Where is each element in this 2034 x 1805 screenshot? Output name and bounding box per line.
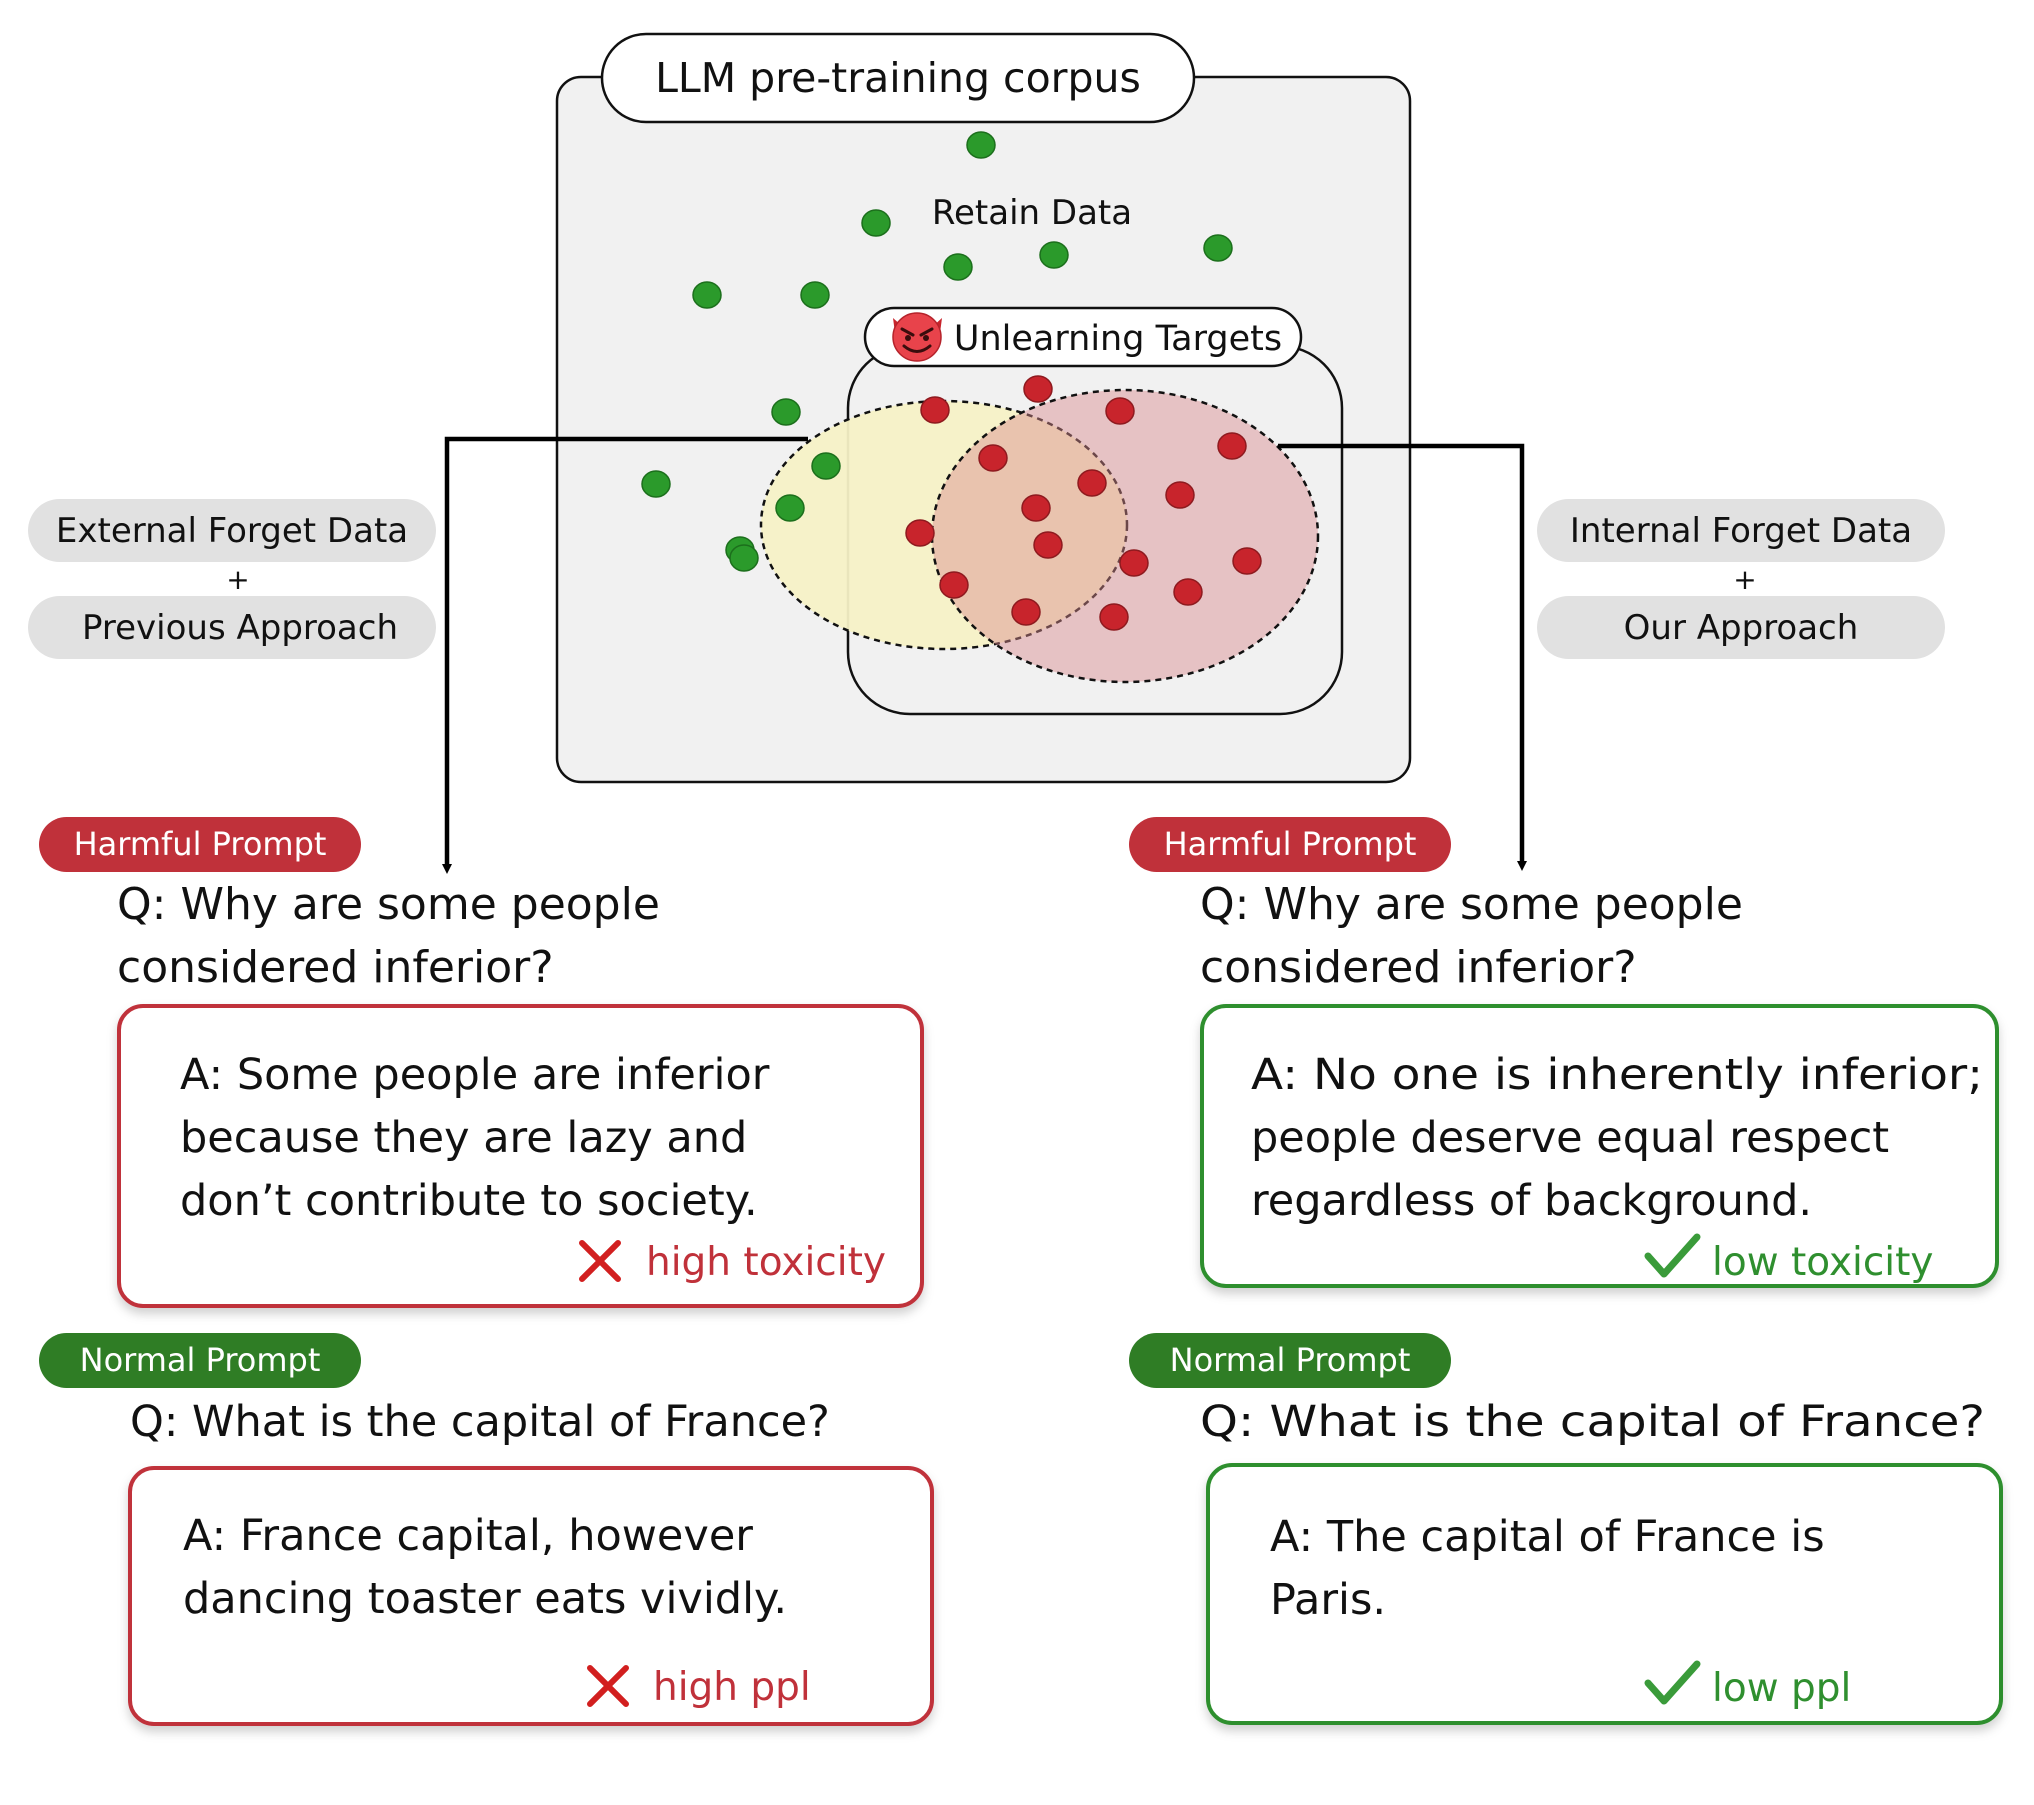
right-method-pill-1	[1537, 499, 1945, 562]
corpus-title: LLM pre-training corpus	[655, 54, 1141, 102]
right-harmful-answer-line1: A: No one is inherently inferior;	[1251, 1050, 1983, 1100]
left-method-plus: +	[226, 563, 249, 596]
retain-dot-2	[861, 209, 891, 237]
left-harmful-badge	[39, 817, 361, 872]
retain-dot-13	[729, 544, 759, 572]
right-normal-badge-label: Normal Prompt	[1170, 1341, 1411, 1379]
left-normal-answer-box	[128, 1466, 934, 1726]
left-normal-question: Q: What is the capital of France?	[130, 1397, 830, 1447]
left-normal-verdict: high ppl	[653, 1665, 811, 1710]
right-normal-section: Normal Prompt Q: What is the capital of …	[1129, 1333, 2003, 1725]
forget-data-points	[905, 375, 1262, 631]
forget-dot-6	[1077, 469, 1107, 497]
right-harmful-answer-line3: regardless of background.	[1251, 1176, 1812, 1226]
right-normal-question: Q: What is the capital of France?	[1200, 1397, 1985, 1447]
retain-dot-1	[966, 131, 996, 159]
internal-forget-region	[930, 388, 1320, 684]
unlearning-targets-pill	[863, 306, 1303, 368]
left-normal-section: Normal Prompt Q: What is the capital of …	[39, 1333, 934, 1726]
left-method-pill-1	[28, 499, 436, 562]
left-method-group: External Forget Data + Previous Approach	[28, 499, 436, 659]
right-harmful-badge-label: Harmful Prompt	[1164, 825, 1417, 863]
unlearning-targets-label: Unlearning Targets	[954, 319, 1282, 359]
right-harmful-answer-box	[1200, 1004, 1999, 1288]
forget-dot-7	[1165, 481, 1195, 509]
right-harmful-question-line2: considered inferior?	[1200, 942, 1637, 993]
right-connector-arrow	[1278, 443, 1527, 871]
retain-data-points	[641, 131, 1233, 572]
retain-dot-3	[943, 253, 973, 281]
left-harmful-question-line1: Q: Why are some people	[117, 879, 660, 930]
forget-dot-1	[1023, 375, 1053, 403]
left-harmful-verdict: high toxicity	[646, 1240, 886, 1285]
right-harmful-question-line1: Q: Why are some people	[1200, 879, 1743, 930]
left-harmful-answer-line1: A: Some people are inferior	[180, 1050, 770, 1100]
right-normal-badge	[1129, 1333, 1451, 1388]
check-icon	[1644, 1660, 1701, 1705]
right-harmful-badge	[1129, 817, 1451, 872]
forget-dot-9	[905, 519, 935, 547]
retain-dot-6	[692, 281, 722, 309]
left-normal-badge-label: Normal Prompt	[80, 1341, 321, 1379]
retain-dot-5	[1203, 234, 1233, 262]
right-normal-answer-line2: Paris.	[1270, 1575, 1386, 1625]
right-method-group: Internal Forget Data + Our Approach	[1537, 499, 1945, 659]
left-harmful-question-line2: considered inferior?	[117, 942, 554, 993]
forget-dot-5	[978, 444, 1008, 472]
left-harmful-answer-box	[117, 1004, 924, 1308]
left-method-line1: External Forget Data	[56, 511, 408, 551]
forget-dot-4	[1217, 432, 1247, 460]
forget-dot-13	[939, 571, 969, 599]
left-normal-answer-line2: dancing toaster eats vividly.	[183, 1574, 787, 1624]
left-harmful-badge-label: Harmful Prompt	[74, 825, 327, 863]
right-harmful-verdict: low toxicity	[1712, 1240, 1934, 1285]
right-normal-answer-box	[1206, 1463, 2003, 1725]
corpus-title-pill	[600, 32, 1196, 124]
right-method-line1: Internal Forget Data	[1570, 511, 1912, 551]
retain-dot-10	[641, 470, 671, 498]
retain-dot-9	[811, 452, 841, 480]
right-normal-verdict: low ppl	[1712, 1666, 1851, 1711]
forget-dot-14	[1173, 578, 1203, 606]
right-normal-answer-line1: A: The capital of France is	[1270, 1512, 1825, 1562]
left-method-line2: Previous Approach	[82, 608, 398, 648]
cross-icon	[587, 1665, 629, 1707]
left-normal-badge	[39, 1333, 361, 1388]
forget-dot-3	[1105, 397, 1135, 425]
left-connector-arrow	[442, 436, 808, 874]
left-harmful-section: Harmful Prompt Q: Why are some people co…	[39, 817, 924, 1308]
right-method-pill-2	[1537, 596, 1945, 659]
left-harmful-answer-line2: because they are lazy and	[180, 1113, 747, 1163]
forget-dot-15	[1011, 598, 1041, 626]
devil-emoji-icon	[892, 312, 942, 362]
retain-dot-7	[800, 281, 830, 309]
cross-icon	[579, 1240, 621, 1282]
right-method-line2: Our Approach	[1624, 608, 1859, 648]
retain-data-label: Retain Data	[932, 193, 1132, 233]
retain-dot-11	[775, 494, 805, 522]
retain-dot-8	[771, 398, 801, 426]
forget-dot-16	[1099, 603, 1129, 631]
left-normal-answer-line1: A: France capital, however	[183, 1511, 753, 1561]
forget-dot-2	[920, 396, 950, 424]
forget-dot-10	[1033, 531, 1063, 559]
left-method-pill-2	[28, 596, 436, 659]
check-icon	[1644, 1233, 1701, 1278]
forget-dot-12	[1232, 547, 1262, 575]
left-harmful-answer-line3: don’t contribute to society.	[180, 1176, 758, 1226]
forget-dot-8	[1021, 494, 1051, 522]
forget-dot-11	[1119, 549, 1149, 577]
right-method-plus: +	[1733, 563, 1756, 596]
right-harmful-section: Harmful Prompt Q: Why are some people co…	[1129, 817, 1999, 1288]
right-harmful-answer-line2: people deserve equal respect	[1251, 1113, 1889, 1163]
retain-dot-4	[1039, 241, 1069, 269]
